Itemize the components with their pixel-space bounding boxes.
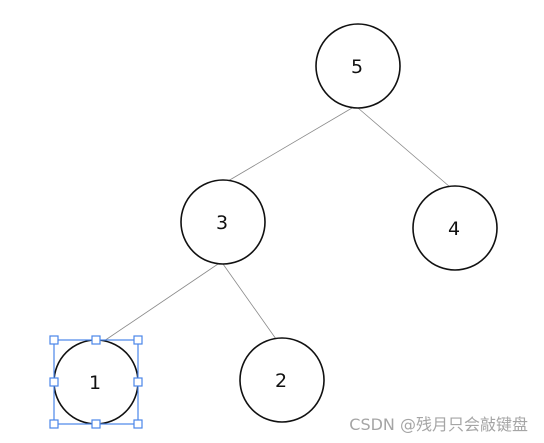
resize-handle-top-right[interactable]: [133, 335, 143, 345]
resize-handle-right[interactable]: [133, 377, 143, 387]
node-circle[interactable]: [315, 23, 401, 109]
tree-nodes: 5 3 4 1 2: [53, 23, 498, 425]
resize-handle-bottom-left[interactable]: [49, 419, 59, 429]
node-label: 4: [448, 218, 460, 240]
tree-node-2[interactable]: 2: [239, 337, 325, 423]
node-circle[interactable]: [412, 185, 498, 271]
tree-node-5[interactable]: 5: [315, 23, 401, 109]
node-label: 2: [275, 370, 287, 392]
node-circle[interactable]: [239, 337, 325, 423]
resize-handle-bottom[interactable]: [91, 419, 101, 429]
node-label: 3: [216, 212, 228, 234]
tree-node-4[interactable]: 4: [412, 185, 498, 271]
tree-edges: [103, 107, 451, 342]
edge-n5-n3: [227, 107, 353, 182]
watermark-text: CSDN @残月只会敲键盘: [349, 415, 528, 434]
node-label: 1: [89, 372, 101, 394]
edge-n3-n2: [222, 263, 277, 340]
edge-n5-n4: [357, 107, 451, 188]
tree-node-3[interactable]: 3: [180, 179, 266, 265]
node-circle[interactable]: [180, 179, 266, 265]
selection-handles: [49, 335, 143, 429]
resize-handle-top[interactable]: [91, 335, 101, 345]
resize-handle-bottom-right[interactable]: [133, 419, 143, 429]
edge-n3-n1: [103, 263, 219, 342]
tree-node-1[interactable]: 1: [53, 339, 139, 425]
resize-handle-left[interactable]: [49, 377, 59, 387]
resize-handle-top-left[interactable]: [49, 335, 59, 345]
node-label: 5: [351, 56, 363, 78]
